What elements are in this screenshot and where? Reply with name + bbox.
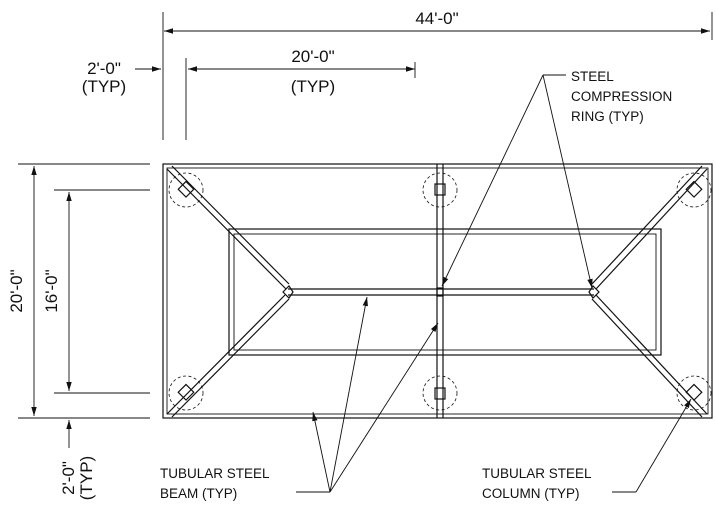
dimension-20ft-bay-typ: (TYP): [291, 77, 335, 96]
hip-beams: [166, 165, 708, 418]
dimension-overall-width: 20'-0": [7, 163, 150, 419]
note-compression-ring-line3: RING (TYP): [571, 109, 644, 124]
dimension-20ft-bay-label: 20'-0": [291, 47, 334, 66]
center-beam: [436, 164, 444, 418]
dimension-2ft-bottom-typ: (TYP): [77, 456, 96, 500]
dimension-2ft-top-typ: (TYP): [82, 77, 126, 96]
note-column: TUBULAR STEEL COLUMN (TYP): [482, 398, 692, 501]
dimension-overall-length: 44'-0": [162, 9, 713, 140]
note-beam-line1: TUBULAR STEEL: [160, 466, 270, 481]
compression-rings: [282, 285, 600, 299]
note-beam: TUBULAR STEEL BEAM (TYP): [160, 296, 439, 501]
dimension-16ft-label: 16'-0": [42, 269, 61, 312]
note-column-line1: TUBULAR STEEL: [482, 466, 592, 481]
dimension-2ft-bottom-label: 2'-0": [59, 461, 78, 495]
roof-frame: [162, 163, 713, 419]
note-compression-ring: STEEL COMPRESSION RING (TYP): [441, 69, 672, 289]
dimension-overhang-top: 2'-0" (TYP): [82, 58, 187, 140]
columns: [168, 172, 712, 411]
dimension-bay-length: 20'-0" (TYP): [188, 47, 416, 96]
dimension-inner-width: 16'-0": [42, 189, 150, 394]
ridge-beam: [288, 288, 594, 296]
dimension-2ft-top-label: 2'-0": [87, 59, 121, 78]
note-beam-line2: BEAM (TYP): [160, 486, 237, 501]
dimension-overhang-bottom: 2'-0" (TYP): [59, 420, 96, 500]
note-compression-ring-line1: STEEL: [571, 69, 614, 84]
note-column-line2: COLUMN (TYP): [482, 486, 580, 501]
note-compression-ring-line2: COMPRESSION: [571, 89, 672, 104]
dimension-20ft-width-label: 20'-0": [7, 269, 26, 312]
dimension-44ft-label: 44'-0": [415, 9, 458, 28]
